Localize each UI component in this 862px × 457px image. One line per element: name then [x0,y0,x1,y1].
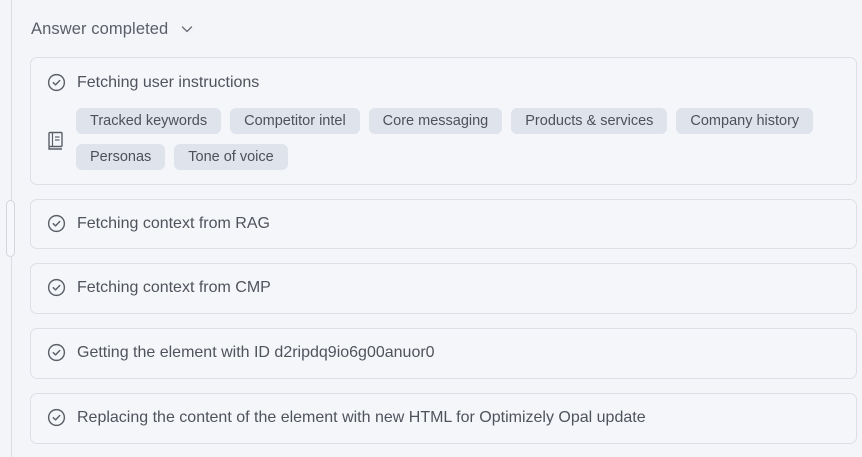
chip-company-history[interactable]: Company history [676,108,814,134]
step-card-cmp[interactable]: Fetching context from CMP [30,263,857,314]
chip-products-services[interactable]: Products & services [511,108,668,134]
step-header: Fetching user instructions [47,73,259,92]
check-circle-icon [47,214,66,233]
step-title: Replacing the content of the element wit… [77,408,646,426]
chip-tracked-keywords[interactable]: Tracked keywords [76,108,222,134]
chip-competitor-intel[interactable]: Competitor intel [230,108,360,134]
step-title: Fetching user instructions [77,73,260,91]
chip-personas[interactable]: Personas [76,144,166,170]
step-title: Fetching context from CMP [77,278,271,296]
step-header: Getting the element with ID d2ripdq9io6g… [47,343,435,362]
chip-core-messaging[interactable]: Core messaging [368,108,503,134]
step-header: Fetching context from RAG [47,214,270,233]
step-card-user-instructions[interactable]: Fetching user instructions Tracked keywo… [30,57,857,185]
step-header: Fetching context from CMP [47,278,271,297]
instruction-chips: Tracked keywords Competitor intel Core m… [76,108,836,170]
step-card-rag[interactable]: Fetching context from RAG [30,199,857,249]
step-title: Fetching context from RAG [77,214,270,232]
answer-status-title: Answer completed [31,19,169,38]
book-icon [47,131,65,151]
step-card-replace-content[interactable]: Replacing the content of the element wit… [30,393,857,444]
step-card-get-element[interactable]: Getting the element with ID d2ripdq9io6g… [30,328,857,379]
step-header: Replacing the content of the element wit… [47,408,646,427]
check-circle-icon [47,278,66,297]
chip-tone-of-voice[interactable]: Tone of voice [174,144,288,170]
check-circle-icon [47,343,66,362]
resize-handle[interactable] [6,200,15,257]
step-title: Getting the element with ID d2ripdq9io6g… [77,343,435,361]
chevron-down-icon[interactable] [180,22,194,36]
check-circle-icon [47,408,66,427]
check-circle-icon [47,73,66,92]
answer-status-toggle[interactable]: Answer completed [31,18,194,40]
